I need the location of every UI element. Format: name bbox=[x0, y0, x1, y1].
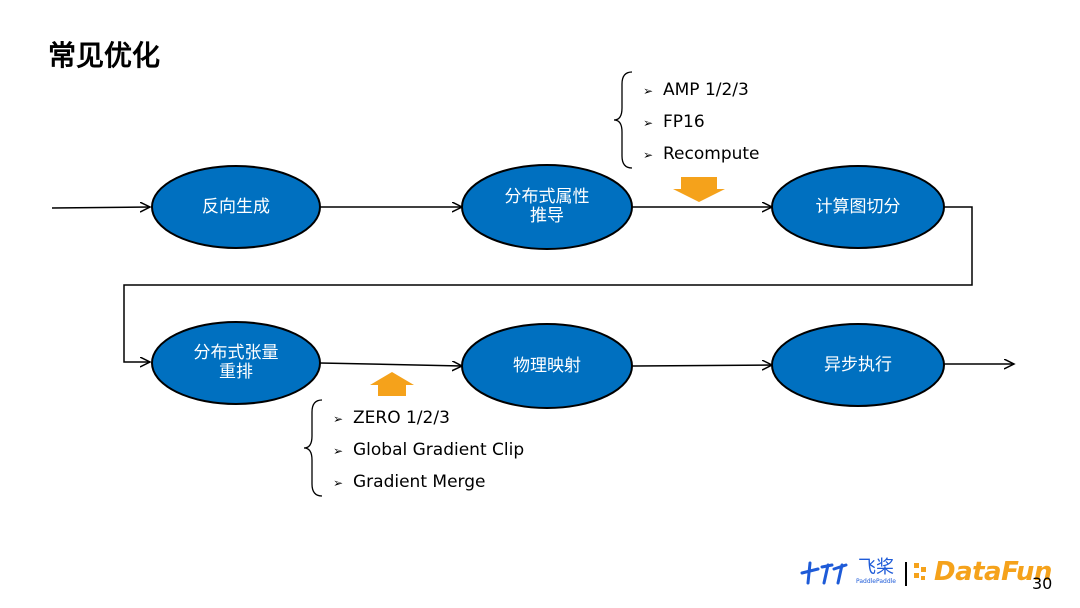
bullet-arrow-icon: ➢ bbox=[643, 116, 654, 130]
list-item: ➢ZERO 1/2/3 bbox=[333, 402, 524, 434]
page-number: 30 bbox=[1032, 574, 1053, 593]
connector-wrap bbox=[123, 206, 973, 362]
node-label-1: 反向生成 bbox=[202, 197, 270, 217]
node-label-3: 计算图切分 bbox=[815, 197, 901, 217]
node-label-6: 异步执行 bbox=[824, 355, 892, 375]
paddle-mark-icon bbox=[800, 561, 848, 585]
connector-in bbox=[51, 207, 150, 208]
down-arrow-icon bbox=[673, 177, 725, 202]
list-item: ➢Gradient Merge bbox=[333, 466, 524, 498]
node-ellipse-2 bbox=[461, 164, 633, 250]
bullet-arrow-icon: ➢ bbox=[333, 444, 344, 458]
slide-title: 常见优化 bbox=[48, 39, 161, 72]
node-label-5: 物理映射 bbox=[513, 356, 581, 376]
connector-5-6 bbox=[631, 365, 772, 366]
bullet-arrow-icon: ➢ bbox=[643, 148, 654, 162]
list-item: ➢AMP 1/2/3 bbox=[643, 74, 760, 106]
logo-divider bbox=[905, 562, 907, 586]
bottom-notes-list: ➢ZERO 1/2/3 ➢Global Gradient Clip ➢Gradi… bbox=[333, 402, 524, 498]
datafun-dots-icon bbox=[914, 563, 926, 580]
node-ellipse-5 bbox=[461, 323, 633, 409]
bottom-brace bbox=[303, 399, 323, 497]
node-ellipse-1 bbox=[151, 165, 321, 249]
paddle-logo: 飞桨 PaddlePaddle bbox=[798, 552, 896, 592]
list-item: ➢Global Gradient Clip bbox=[333, 434, 524, 466]
list-item: ➢Recompute bbox=[643, 138, 760, 170]
bullet-arrow-icon: ➢ bbox=[643, 84, 654, 98]
bullet-arrow-icon: ➢ bbox=[333, 412, 344, 426]
top-notes-list: ➢AMP 1/2/3 ➢FP16 ➢Recompute bbox=[643, 74, 760, 170]
connector-4-5 bbox=[319, 363, 462, 366]
node-label-4: 分布式张量 重排 bbox=[193, 343, 279, 382]
bullet-arrow-icon: ➢ bbox=[333, 476, 344, 490]
paddle-wordmark: 飞桨 PaddlePaddle bbox=[856, 557, 897, 586]
list-item: ➢FP16 bbox=[643, 106, 760, 138]
node-label-2: 分布式属性 推导 bbox=[504, 187, 590, 226]
node-ellipse-6 bbox=[771, 323, 945, 407]
datafun-logo: DataFun bbox=[912, 552, 1052, 592]
node-ellipse-3 bbox=[771, 165, 945, 249]
node-ellipse-4 bbox=[151, 321, 321, 405]
top-brace bbox=[613, 71, 633, 169]
up-arrow-icon bbox=[370, 372, 414, 396]
